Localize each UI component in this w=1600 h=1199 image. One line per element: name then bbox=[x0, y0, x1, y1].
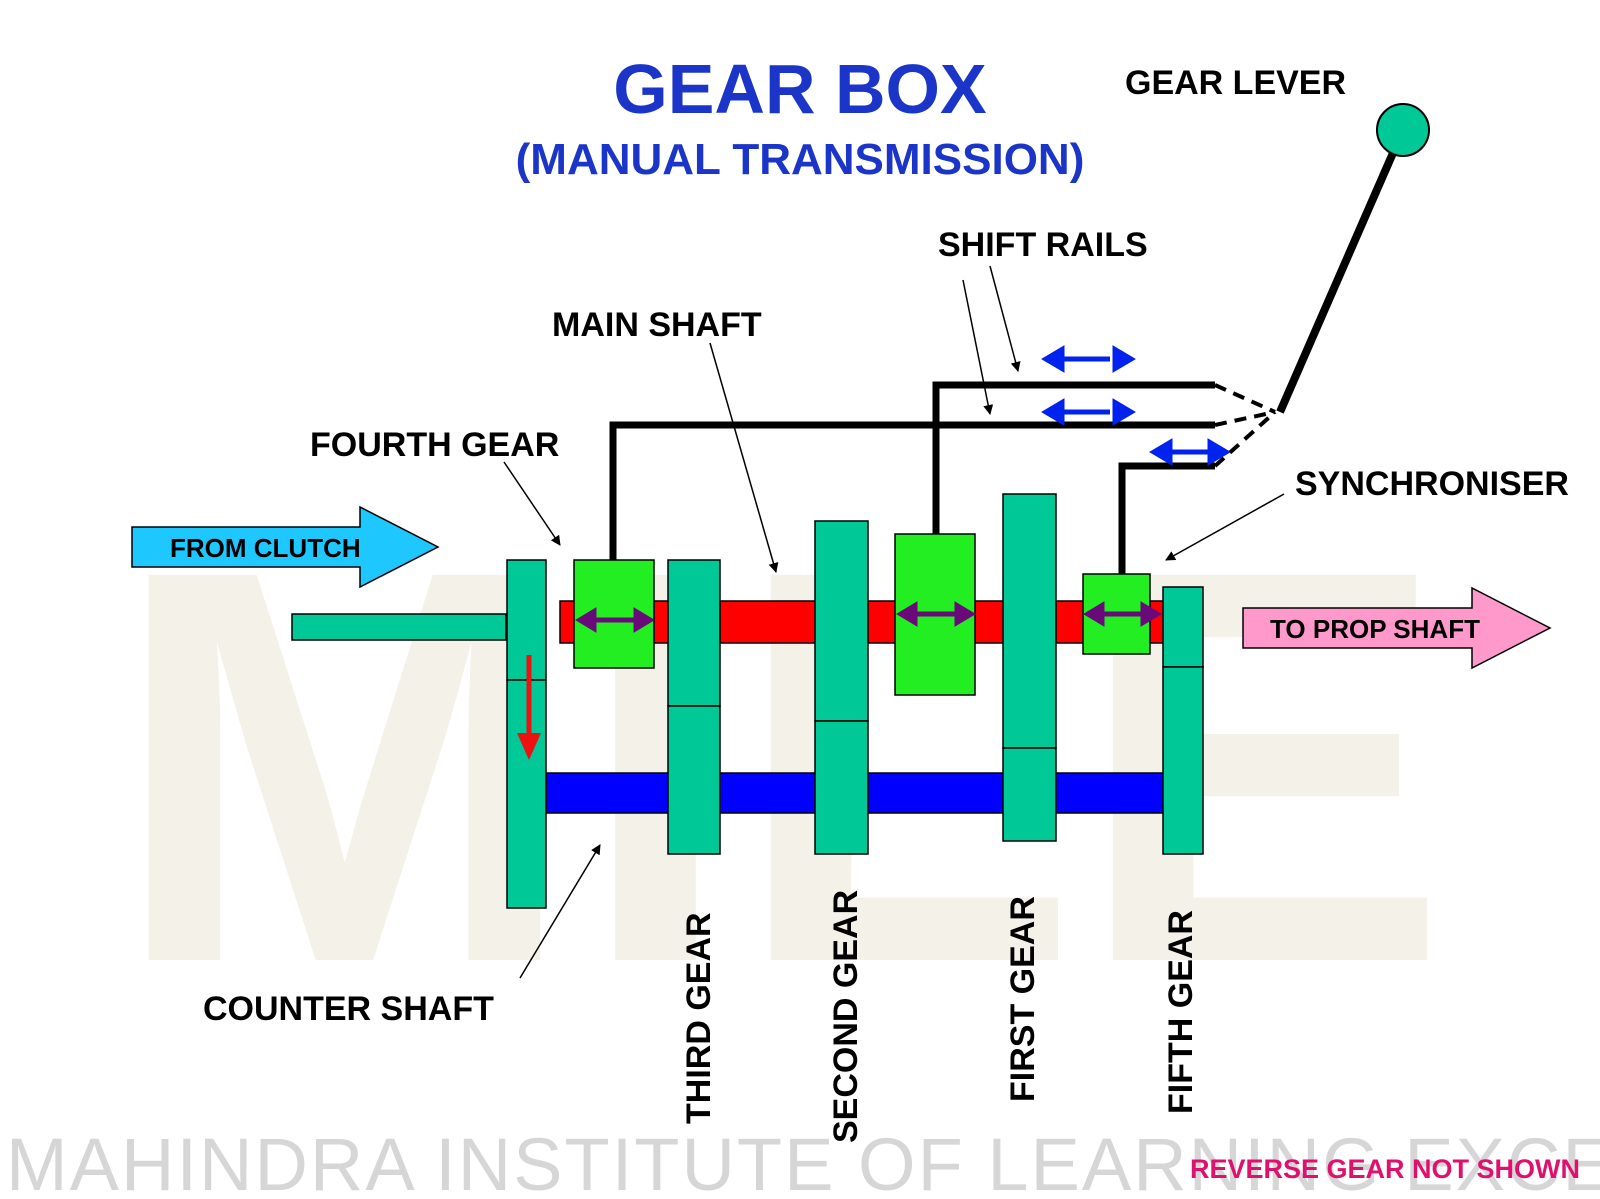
pointer-main-shaft bbox=[709, 342, 779, 573]
shift-arrow-bottom bbox=[1149, 438, 1231, 466]
rail-link-bottom bbox=[1213, 410, 1277, 468]
sync-arrow-3-4 bbox=[575, 607, 655, 633]
diagram-subtitle: (MANUAL TRANSMISSION) bbox=[516, 135, 1085, 184]
input-shaft bbox=[291, 613, 507, 641]
shift-rail-bottom bbox=[1118, 462, 1215, 585]
from-clutch-label: FROM CLUTCH bbox=[170, 533, 361, 563]
gear-lever-label: GEAR LEVER bbox=[1125, 64, 1346, 102]
to-prop-shaft-arrow bbox=[1242, 586, 1552, 670]
to-prop-shaft-label: TO PROP SHAFT bbox=[1270, 614, 1480, 644]
drive-direction-arrow-head bbox=[517, 733, 541, 760]
second-gear-main bbox=[814, 520, 869, 722]
shift-rail-middle bbox=[609, 421, 1215, 585]
shift-rails-label: SHIFT RAILS bbox=[938, 226, 1148, 264]
reverse-gear-note: REVERSE GEAR NOT SHOWN bbox=[1190, 1154, 1580, 1184]
pointer-shift-rails-1 bbox=[989, 265, 1021, 372]
fifth-gear-counter bbox=[1162, 666, 1204, 855]
fifth-gear-label: FIFTH GEAR bbox=[1162, 910, 1200, 1114]
diagram-title: GEAR BOX bbox=[613, 50, 987, 128]
pointer-synchroniser bbox=[1165, 493, 1285, 561]
gear-lever-stick bbox=[1276, 128, 1407, 414]
from-clutch-arrow bbox=[131, 505, 440, 589]
sync-arrow-1-2 bbox=[896, 601, 976, 627]
rail-link-middle bbox=[1214, 410, 1276, 427]
fifth-gear-main bbox=[1162, 586, 1204, 668]
pointer-fourth-gear bbox=[503, 461, 561, 546]
fourth-gear-label: FOURTH GEAR bbox=[310, 426, 559, 464]
shift-arrow-middle bbox=[1041, 398, 1136, 426]
first-gear-counter bbox=[1002, 747, 1057, 842]
first-gear-label: FIRST GEAR bbox=[1004, 896, 1042, 1102]
second-gear-label: SECOND GEAR bbox=[827, 890, 865, 1143]
third-gear-label: THIRD GEAR bbox=[680, 912, 718, 1124]
pointer-shift-rails-2 bbox=[962, 279, 994, 415]
shift-rail-top bbox=[932, 381, 1215, 537]
gear-lever-knob[interactable] bbox=[1376, 103, 1430, 157]
rail-link-top bbox=[1214, 383, 1276, 414]
synchroniser-label: SYNCHRONISER bbox=[1295, 465, 1569, 503]
main-shaft-label: MAIN SHAFT bbox=[552, 306, 762, 344]
sync-arrow-5 bbox=[1083, 601, 1162, 627]
counter-shaft-label: COUNTER SHAFT bbox=[203, 990, 494, 1028]
third-gear-counter bbox=[667, 705, 721, 855]
watermark-footer: MAHINDRA INSTITUTE OF LEARNING EXCELLENC… bbox=[6, 1123, 1600, 1199]
pointer-counter-shaft bbox=[519, 844, 601, 979]
shift-arrow-top bbox=[1041, 345, 1136, 373]
second-gear-counter bbox=[814, 720, 869, 855]
first-gear-main bbox=[1002, 493, 1057, 749]
third-gear-main bbox=[667, 559, 721, 707]
